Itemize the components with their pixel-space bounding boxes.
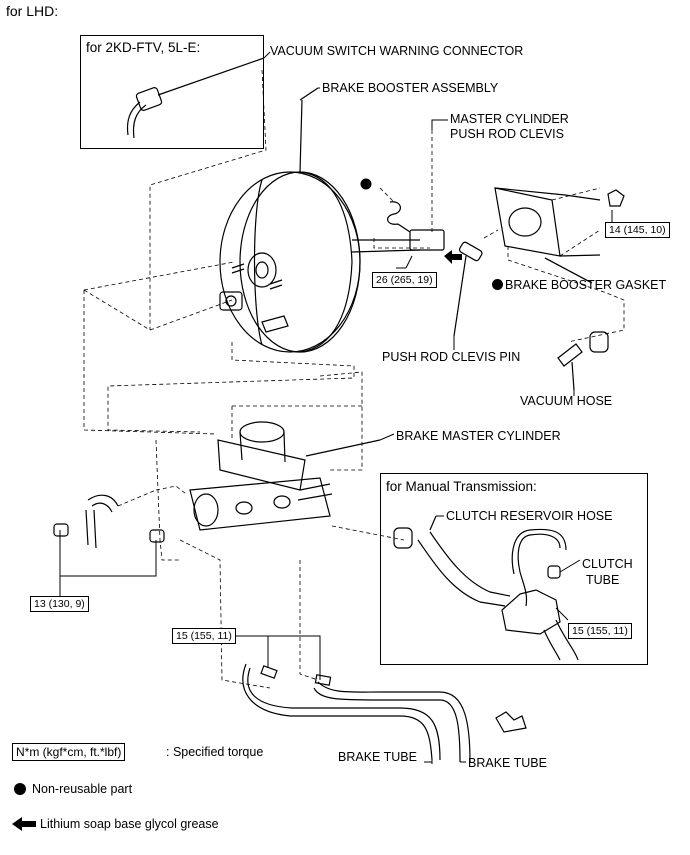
brake-booster-gasket-label: BRAKE BOOSTER GASKET: [492, 278, 666, 292]
clutch-reservoir-hose-label: CLUTCH RESERVOIR HOSE: [446, 509, 613, 523]
vacuum-switch-connector-label: VACUUM SWITCH WARNING CONNECTOR: [270, 44, 524, 58]
torque-clutch-tube-nut: 15 (155, 11): [568, 623, 632, 639]
brake-tube-label-2: BRAKE TUBE: [468, 756, 547, 770]
vacuum-hose-drawing: [557, 331, 609, 391]
clevis-clip-drawing: [387, 201, 411, 233]
manual-transmission-inset: [380, 473, 648, 665]
torque-clevis-nut: 26 (265, 19): [372, 272, 437, 288]
long-brake-tube-drawing: [242, 663, 527, 763]
grease-arrow-mark: [444, 250, 462, 264]
page-title: for LHD:: [6, 3, 59, 19]
torque-booster-nut: 14 (145, 10): [605, 222, 670, 238]
vacuum-hose-label: VACUUM HOSE: [520, 394, 613, 408]
non-reusable-legend-icon: [14, 783, 26, 795]
engine-inset-title: for 2KD-FTV, 5L-E:: [86, 40, 201, 55]
brake-tube-label-1: BRAKE TUBE: [338, 750, 417, 764]
non-reusable-icon: [492, 279, 503, 290]
vacuum-switch-connector-drawing: [126, 57, 265, 139]
clutch-tube-drawing: [501, 528, 579, 661]
push-rod-clevis-pin-label: PUSH ROD CLEVIS PIN: [382, 350, 521, 364]
brake-booster-drawing: [219, 87, 445, 353]
master-cylinder-clevis-label-2: PUSH ROD CLEVIS: [450, 127, 564, 141]
clutch-reservoir-hose-drawing: [393, 515, 511, 607]
grease-legend-icon: [12, 817, 36, 831]
brake-booster-assembly-label: BRAKE BOOSTER ASSEMBLY: [322, 81, 499, 95]
torque-brake-tube-nut: 15 (155, 11): [172, 628, 236, 644]
legend-torque-box: N*m (kgf*cm, ft.*lbf): [12, 743, 126, 761]
manual-inset-title: for Manual Transmission:: [386, 479, 537, 494]
clutch-tube-label-2: TUBE: [586, 573, 620, 587]
legend-non-reusable: Non-reusable part: [32, 782, 133, 796]
non-reusable-mark: [360, 178, 372, 190]
brake-master-cylinder-label: BRAKE MASTER CYLINDER: [396, 429, 561, 443]
legend-grease: Lithium soap base glycol grease: [40, 817, 219, 831]
master-cylinder-clevis-label-1: MASTER CYLINDER: [450, 112, 569, 126]
brake-master-cylinder-drawing: [189, 421, 381, 531]
brake-booster-gasket-text: BRAKE BOOSTER GASKET: [505, 278, 667, 292]
torque-master-cylinder-nut: 13 (130, 9): [30, 596, 89, 612]
legend-torque-text: : Specified torque: [166, 745, 264, 759]
clevis-pin-drawing: [453, 241, 483, 337]
short-brake-tube-drawing: [85, 494, 119, 549]
clutch-tube-label-1: CLUTCH: [582, 557, 633, 571]
